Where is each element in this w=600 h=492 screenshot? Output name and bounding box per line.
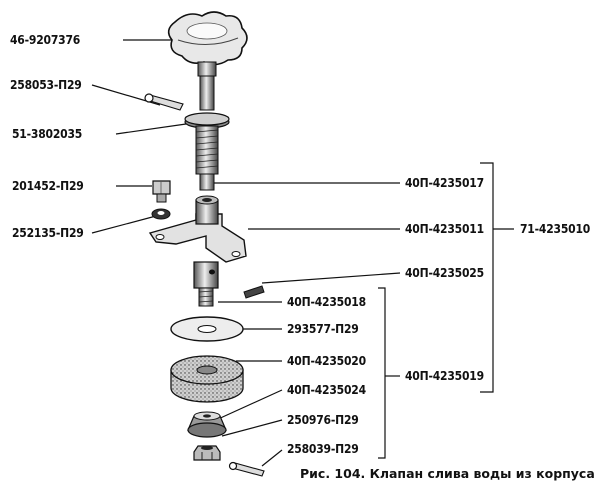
leader-lines	[91, 39, 514, 467]
bracket-part	[148, 195, 247, 263]
pin-part	[243, 285, 265, 299]
label-valve-group: 40П-4235019	[405, 369, 484, 383]
label-pin: 40П-4235025	[405, 266, 484, 280]
figure-caption: Рис. 104. Клапан слива воды из корпуса	[300, 466, 595, 481]
gasket-part	[170, 316, 244, 342]
label-stem-tip: 40П-4235017	[405, 176, 484, 190]
label-knob: 46-9207376	[10, 33, 81, 47]
cup-washer-part	[187, 411, 227, 438]
group-bracket-010	[480, 162, 494, 393]
knob-part	[167, 11, 248, 77]
valve-stem-part	[184, 75, 230, 191]
bolt-part	[152, 180, 171, 203]
label-valve-body: 40П-4235018	[287, 295, 366, 309]
cotter-pin-top	[144, 93, 184, 111]
label-cotter-pin-bottom: 258039-П29	[287, 442, 359, 456]
label-cup: 40П-4235024	[287, 383, 366, 397]
label-nut: 250976-П29	[287, 413, 359, 427]
valve-body-part	[193, 261, 219, 307]
label-assembly: 71-4235010	[520, 222, 591, 236]
label-gasket: 293577-П29	[287, 322, 359, 336]
label-bolt: 201452-П29	[12, 179, 84, 193]
leader-cotter-pin-bottom	[261, 449, 283, 467]
label-cotter-pin-top: 258053-П29	[10, 78, 82, 92]
label-seal: 40П-4235020	[287, 354, 366, 368]
seal-disc-part	[170, 355, 244, 403]
group-bracket-019	[378, 287, 386, 459]
leader-pin	[261, 272, 401, 284]
leader-nut	[221, 419, 283, 437]
cotter-pin-bottom	[228, 461, 265, 477]
label-washer: 252135-П29	[12, 226, 84, 240]
spring-washer-part	[151, 208, 171, 220]
leader-washer	[91, 215, 157, 234]
castle-nut-part	[193, 445, 221, 461]
label-bracket: 40П-4235011	[405, 222, 484, 236]
label-valve-stem: 51-3802035	[12, 127, 83, 141]
leader-valve-stem	[115, 123, 187, 135]
leader-cup	[215, 389, 283, 421]
